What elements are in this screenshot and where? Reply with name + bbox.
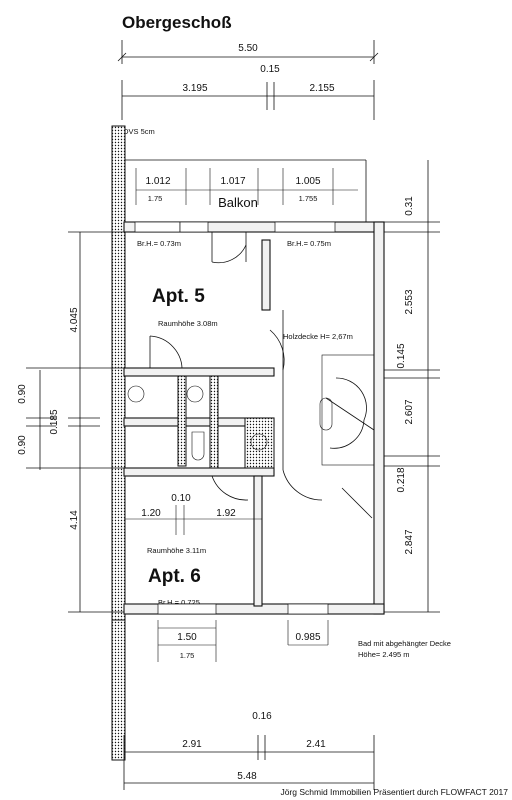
outer-walls [111,125,385,761]
apt6-width-dims: 1.20 0.10 1.92 [124,493,262,535]
apt5-room-height: Raumhöhe 3.08m [158,319,218,328]
left-dimensions: 4.045 0.90 0.185 0.90 4.14 [17,231,124,613]
apt6-label: Apt. 6 [148,566,201,587]
stair-area [269,310,375,519]
apt6-room-height: Raumhöhe 3.11m [147,546,206,555]
balcony-width-3b: 1.755 [299,194,318,203]
apt5-sill-left: Br.H.= 0.73m [137,239,181,248]
balcony: 1.012 1.75 1.017 1.005 1.755 Balkon [123,159,367,222]
dim-right-6: 2.847 [404,529,415,554]
bottom-window-1: 1.50 [177,632,197,643]
apt5-ceiling-note: Holzdecke H= 2,67m [283,332,353,341]
dim-right-3: 0.145 [396,343,407,368]
dim-left-2: 0.90 [17,384,28,404]
plan-title: Obergeschoß [122,13,232,32]
dim-bottom-gap: 0.16 [252,711,272,722]
bath-note-1: Bad mit abgehängter Decke [358,639,451,648]
dim-top-left: 3.195 [182,83,207,94]
dim-bottom-total: 5.48 [237,771,257,782]
apt6-width-gap: 0.10 [171,493,191,504]
bottom-dimensions: 0.16 2.91 2.41 5.48 [123,711,375,790]
balcony-door [211,232,247,264]
dim-top-total: 5.50 [238,43,258,54]
apt5-label: Apt. 5 [152,286,205,307]
dim-left-1: 4.045 [69,307,80,332]
dim-bottom-right: 2.41 [306,739,326,750]
dim-right-4: 2.607 [404,399,415,424]
dim-left-4: 0.90 [17,435,28,455]
interior-door-upper [149,335,183,373]
balcony-width-1b: 1.75 [148,194,163,203]
top-windows [134,221,336,233]
footer-credit: Jörg Schmid Immobilien Präsentiert durch… [280,787,508,797]
dim-left-5: 4.14 [69,510,80,530]
bottom-window-2: 0.985 [295,632,320,643]
bottom-windows: 1.50 1.75 0.985 [157,603,329,662]
balcony-width-2: 1.017 [220,176,245,187]
bath-note-2: Höhe= 2.495 m [358,650,410,659]
wet-core [123,367,275,469]
dim-right-5: 0.218 [396,467,407,492]
apt6-width-right: 1.92 [216,508,236,519]
wall-insulation-note: WDVS 5cm [116,127,155,136]
dim-right-1: 0.31 [404,196,415,216]
interior-door-lower [211,475,249,501]
balcony-label: Balkon [218,195,258,210]
dim-top-gap: 0.15 [260,64,280,75]
bottom-window-1b: 1.75 [180,651,195,660]
apt6-width-left: 1.20 [141,508,161,519]
balcony-width-1: 1.012 [145,176,170,187]
dim-bottom-left: 2.91 [182,739,202,750]
dim-right-2: 2.553 [404,289,415,314]
balcony-width-3: 1.005 [295,176,320,187]
apt5-sill-right: Br.H.= 0.75m [287,239,331,248]
top-dimensions: 5.50 0.15 3.195 2.155 [117,40,379,120]
right-dimensions: 0.31 2.553 0.145 2.607 0.218 2.847 [384,160,440,613]
apt6-sill: Br.H.= 0.725 [158,598,200,607]
dim-top-right: 2.155 [309,83,334,94]
dim-left-3: 0.185 [49,409,60,434]
